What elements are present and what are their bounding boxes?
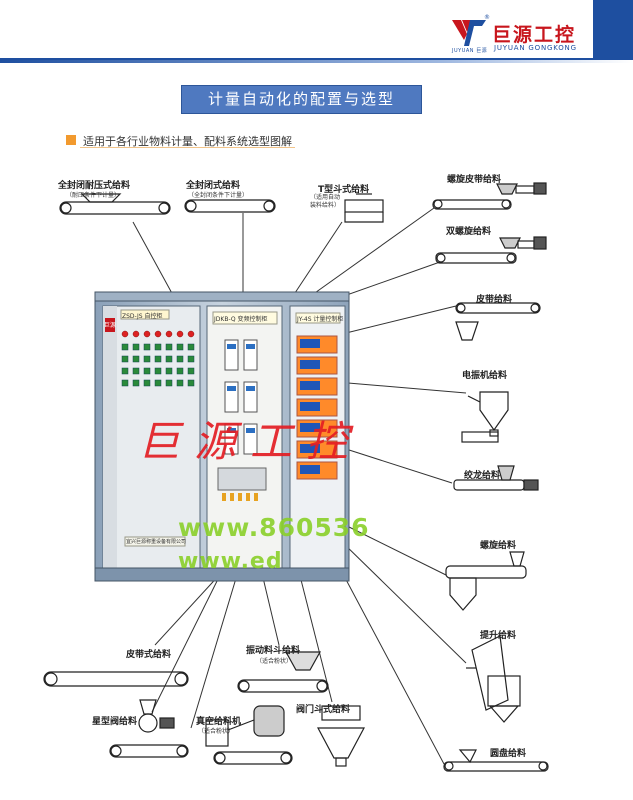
label-right-2: 双螺旋给料 [446, 227, 492, 237]
cabinet-right-label: JY-4S 计量控制柜 [297, 316, 344, 323]
watermark-url-1: www.860536 [178, 513, 370, 542]
watermark-url-2: www.ed [178, 549, 283, 574]
cabinet-side-mark: 巨源 [104, 322, 117, 329]
subtitle-rule [80, 147, 295, 148]
belt-feeder-top-1 [59, 193, 171, 215]
screw-feeder [445, 551, 527, 611]
twin-screw-feeder [435, 236, 547, 264]
screw-belt-feeder [432, 182, 547, 210]
note-top-3: （适用自动装料给料） [310, 194, 341, 209]
logo-registered-mark: ® [484, 14, 490, 21]
valve-hopper-feeder [317, 705, 365, 767]
indicator-lights [121, 330, 195, 338]
label-right-6: 螺旋给料 [480, 541, 517, 551]
control-buttons [121, 343, 195, 387]
label-bottom-5: 阀门斗式给料 [296, 705, 351, 715]
label-right-5: 绞龙给料 [464, 471, 501, 481]
watermark-brand: 巨源工控 [138, 417, 363, 466]
page-title: 计量自动化的配置与选型 [181, 85, 422, 114]
disc-feeder [443, 749, 549, 772]
star-valve-feeder [109, 699, 189, 758]
header-corner-block [593, 0, 633, 58]
header-rule [0, 58, 633, 60]
cabinet-nameplate: 宜兴巨源称重设备有限公司 [126, 539, 187, 545]
label-right-3: 皮带给料 [476, 295, 513, 305]
elevator-feeder [466, 635, 521, 723]
vacuum-feeder [205, 705, 293, 765]
label-bottom-4: 真空给料机 [196, 717, 242, 727]
auger-feeder [453, 465, 539, 491]
label-bottom-3: 星型阀给料 [92, 717, 138, 727]
label-right-4: 电振机给料 [462, 371, 508, 381]
label-right-8: 圆盘给料 [490, 749, 527, 759]
vibrating-feeder [461, 391, 509, 443]
page-subtitle: 适用于各行业物料计量、配料系统选型图解 [83, 135, 292, 148]
brand-logo-icon [452, 20, 486, 46]
label-top-3: T型斗式给料 [318, 185, 370, 195]
t-bucket-feeder [344, 193, 384, 223]
cabinet-mid-label: JDKB-Q 变频控制柜 [214, 316, 268, 323]
label-bottom-2: 振动料斗给料 [246, 646, 301, 656]
subtitle-marker [66, 135, 76, 145]
cabinet-left-label: ZSD-JS 自控柜 [122, 313, 163, 320]
header-gradient-rule [0, 60, 633, 63]
label-right-1: 螺旋皮带给料 [447, 175, 502, 185]
label-bottom-1: 皮带式给料 [126, 650, 172, 660]
vibrating-hopper-feeder [237, 651, 329, 693]
note-top-2: （全封闭条件下计量） [188, 192, 249, 199]
logo-small-text: JUYUAN 巨源 [452, 48, 488, 54]
brand-name-cn: 巨源工控 [492, 24, 577, 46]
belt-feeder-top-2 [184, 199, 276, 213]
control-cabinet [94, 291, 350, 582]
note-bottom-4: （适合粉状） [198, 728, 235, 735]
belt-feeder-right [455, 302, 541, 341]
label-top-2: 全封闭式给料 [186, 181, 241, 191]
belt-feeder-bottom [43, 671, 189, 687]
note-top-1: （耐压条件下计量） [66, 192, 121, 199]
note-bottom-2: （适合粉状） [256, 658, 293, 665]
label-top-1: 全封闭耐压式给料 [58, 181, 131, 191]
brand-name-en: JUYUAN GONGKONG [494, 44, 577, 52]
label-right-7: 提升给料 [480, 631, 517, 641]
weighing-controllers [296, 335, 338, 480]
